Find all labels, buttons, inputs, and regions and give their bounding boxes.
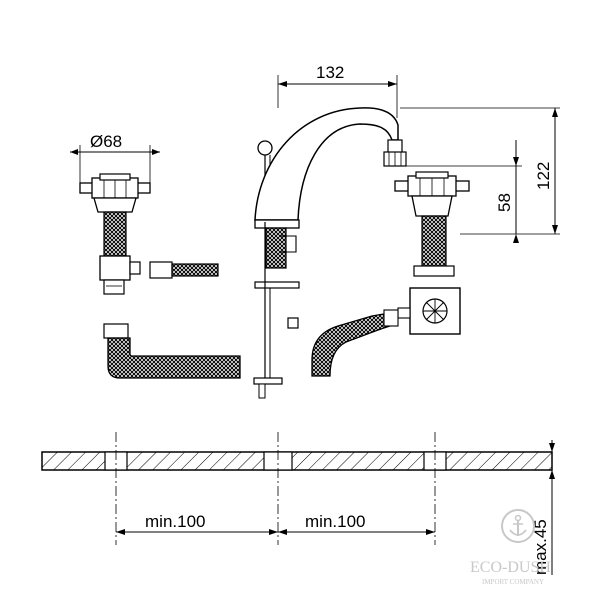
- dim-spacing-right: min.100: [305, 512, 365, 531]
- watermark: ECO-DUSH IMPORT COMPANY: [470, 509, 551, 586]
- deck-section: [41, 432, 555, 575]
- dim-total-height: 122: [534, 162, 553, 190]
- right-handle: [311, 171, 470, 377]
- watermark-tagline: IMPORT COMPANY: [482, 578, 544, 586]
- height-dimensions: [400, 107, 560, 243]
- left-handle: [70, 145, 241, 379]
- dim-spacing-left: min.100: [145, 512, 205, 531]
- dim-spout-height: 58: [495, 193, 514, 212]
- anchor-icon: [501, 509, 535, 543]
- spout: [253, 75, 407, 399]
- dim-handle-diameter: Ø68: [90, 132, 122, 151]
- dim-spout-reach: 132: [316, 63, 344, 82]
- watermark-brand: ECO-DUSH: [470, 559, 551, 576]
- faucet-elevation: [70, 75, 560, 399]
- dim-deck-thickness: max.45: [531, 519, 550, 575]
